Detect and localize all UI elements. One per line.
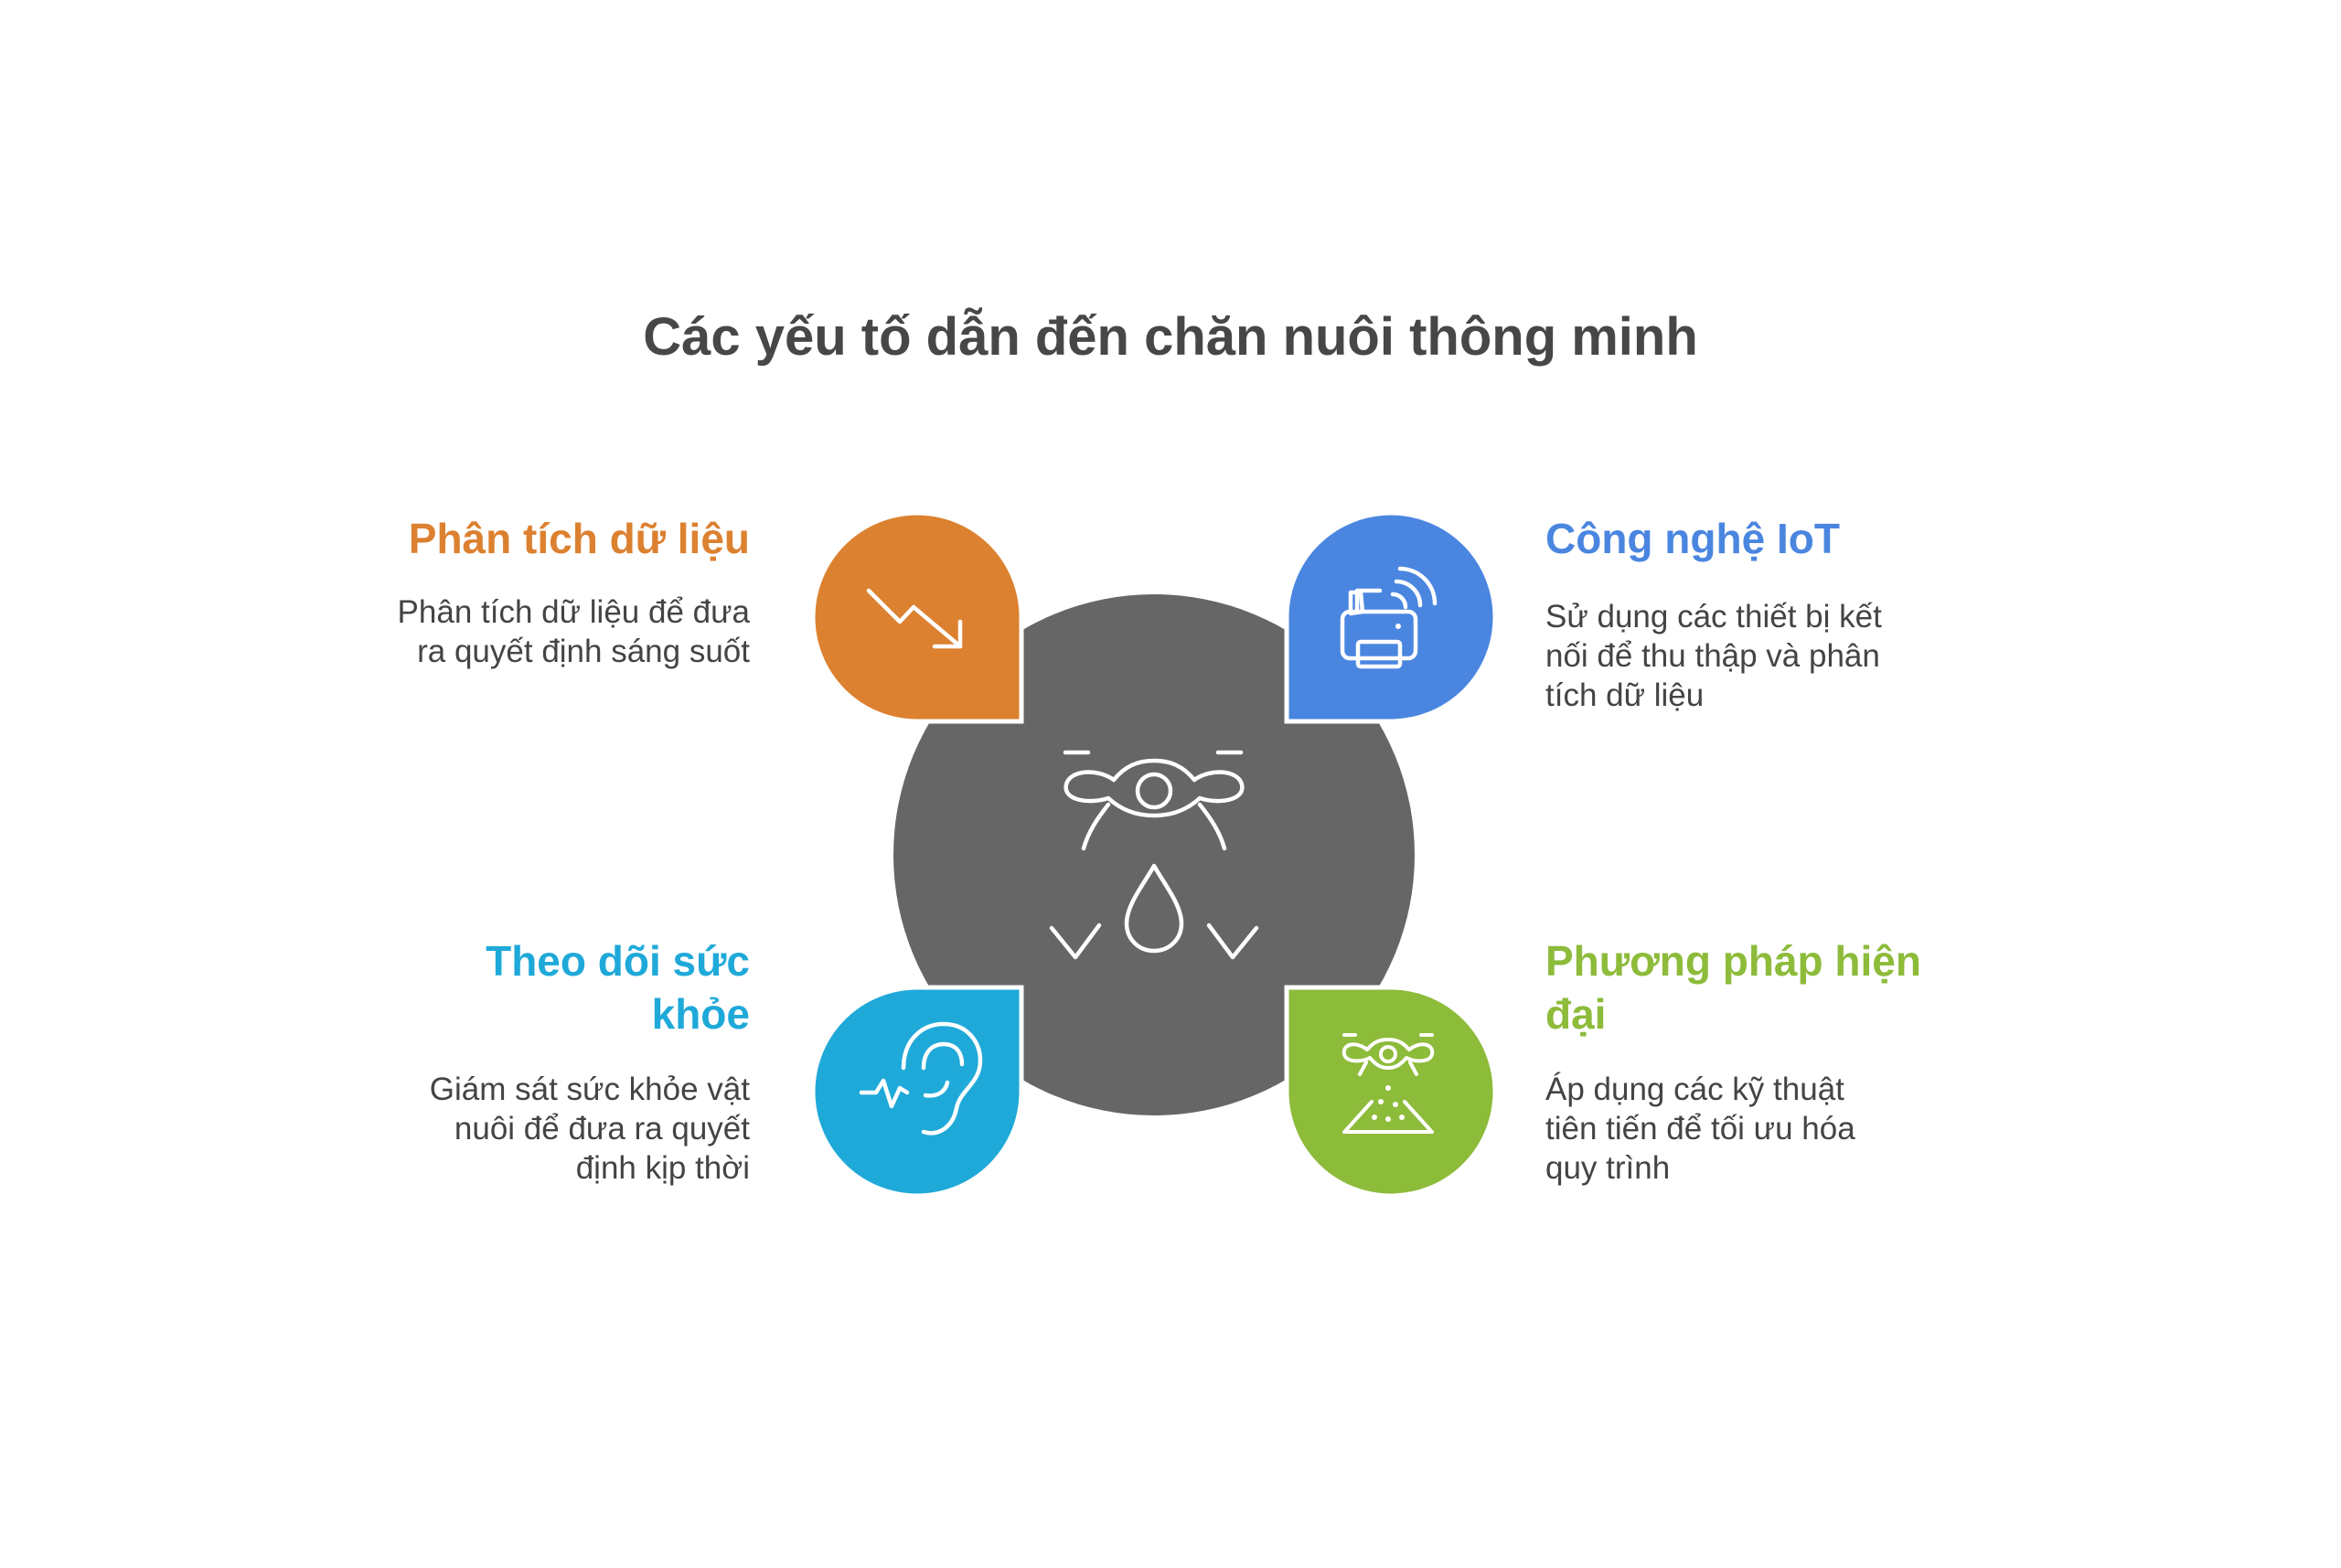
- heading-iot: Công nghệ IoT: [1545, 515, 1840, 562]
- desc-health-monitoring: Giám sát sức khỏe vật nuôi để đưa ra quy…: [429, 1072, 750, 1186]
- heading-health-monitoring: Theo dõi sức khỏe: [486, 937, 750, 1038]
- leaf-iot: [1284, 510, 1498, 724]
- desc-modern-methods: Áp dụng các kỹ thuật tiên tiến để tối ưu…: [1545, 1072, 1855, 1186]
- wireless-printer-icon: [1340, 566, 1438, 669]
- leaf-data-analysis: [810, 510, 1024, 724]
- desc-iot: Sử dụng các thiết bị kết nối để thu thập…: [1545, 599, 1882, 713]
- desc-data-analysis: Phân tích dữ liệu để đưa ra quyết định s…: [397, 594, 750, 669]
- page-title: Các yếu tố dẫn đến chăn nuôi thông minh: [643, 307, 1698, 367]
- leaf-health-monitoring: [810, 985, 1024, 1199]
- heading-data-analysis: Phân tích dữ liệu: [408, 515, 750, 562]
- trend-down-arrow-icon: [866, 588, 963, 649]
- ear-sound-icon: [859, 1021, 983, 1136]
- leaf-modern-methods: [1284, 985, 1498, 1199]
- drone-icon: [1049, 750, 1259, 960]
- spraying-drone-icon: [1342, 1033, 1435, 1134]
- spray-dots: [1372, 1085, 1405, 1122]
- heading-modern-methods: Phương pháp hiện đại: [1545, 937, 1921, 1038]
